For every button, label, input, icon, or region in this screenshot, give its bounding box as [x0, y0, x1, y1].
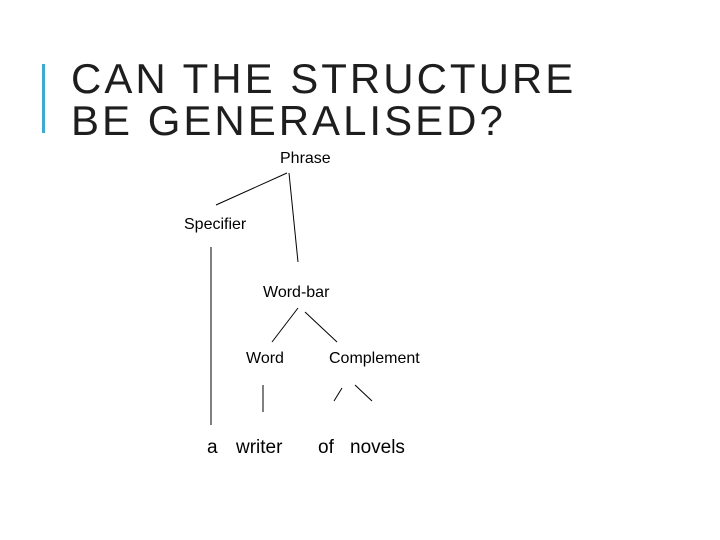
leaf-writer: writer — [236, 437, 283, 458]
node-phrase: Phrase — [280, 150, 331, 167]
branch-phrase-specifier — [215, 172, 288, 206]
slide-title: CAN THE STRUCTURE BE GENERALISED? — [71, 58, 576, 142]
slide-title-line-2: BE GENERALISED? — [71, 97, 506, 144]
node-word-bar: Word-bar — [263, 284, 330, 301]
branch-complement-novels — [354, 384, 373, 402]
node-complement: Complement — [329, 350, 420, 367]
slide-title-line-1: CAN THE STRUCTURE — [71, 55, 577, 102]
node-word: Word — [246, 350, 284, 367]
leaf-of: of — [318, 437, 334, 458]
node-specifier: Specifier — [184, 216, 247, 233]
branch-word-bar-complement — [304, 311, 338, 343]
branch-complement-of — [333, 387, 343, 402]
branch-word-bar-word — [271, 307, 299, 343]
leaf-a: a — [207, 437, 218, 458]
title-accent-bar — [42, 64, 45, 133]
branch-phrase-word-bar — [288, 172, 299, 263]
leaf-novels: novels — [350, 437, 405, 458]
